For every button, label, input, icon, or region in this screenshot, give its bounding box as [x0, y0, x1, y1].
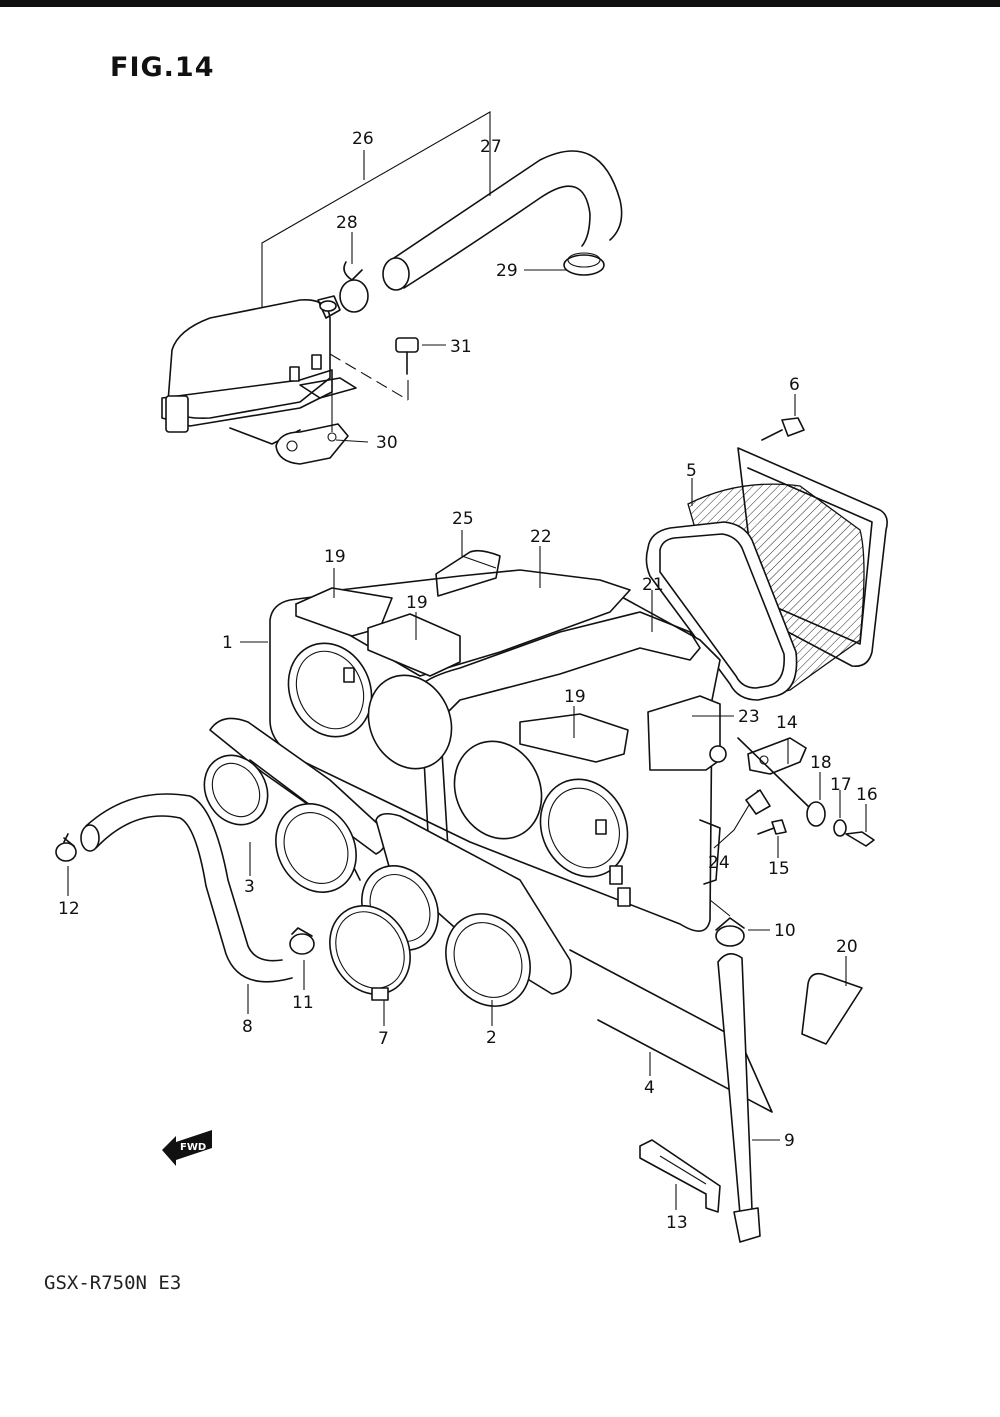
- fwd-direction-badge: FWD: [162, 1130, 212, 1166]
- callout-labels: 1 2 3 4 5 6 7 8 9 10 11 12 13 14 15 16 1…: [58, 129, 878, 1233]
- model-code: GSX-R750N E3: [44, 1272, 182, 1294]
- callout-10: 10: [774, 921, 796, 941]
- callout-27: 27: [480, 137, 502, 157]
- callout-30: 30: [376, 433, 398, 453]
- callout-22: 22: [530, 527, 552, 547]
- figure-title: FIG.14: [110, 52, 215, 83]
- callout-31: 31: [450, 337, 472, 357]
- callout-14: 14: [776, 713, 798, 733]
- callout-6: 6: [789, 375, 800, 395]
- breather-assembly: [161, 111, 623, 465]
- drain-hose: [55, 793, 315, 1014]
- callout-19-b: 19: [406, 593, 428, 613]
- air-box: [240, 530, 734, 932]
- callout-20: 20: [836, 937, 858, 957]
- callout-26: 26: [352, 129, 374, 149]
- air-filter-element: [645, 394, 888, 701]
- top-border: [0, 0, 1000, 7]
- callout-1: 1: [222, 633, 233, 653]
- callout-9: 9: [784, 1131, 795, 1151]
- callout-4: 4: [644, 1078, 655, 1098]
- callout-23: 23: [738, 707, 760, 727]
- callout-5: 5: [686, 461, 697, 481]
- callout-8: 8: [242, 1017, 253, 1037]
- callout-18: 18: [810, 753, 832, 773]
- callout-15: 15: [768, 859, 790, 879]
- callout-13: 13: [666, 1213, 688, 1233]
- callout-17: 17: [830, 775, 852, 795]
- callout-29: 29: [496, 261, 518, 281]
- callout-28: 28: [336, 213, 358, 233]
- fwd-label: FWD: [180, 1142, 206, 1153]
- callout-19-c: 19: [564, 687, 586, 707]
- callout-16: 16: [856, 785, 878, 805]
- callout-21: 21: [642, 575, 664, 595]
- callout-7: 7: [378, 1029, 389, 1049]
- callout-19-a: 19: [324, 547, 346, 567]
- intake-boots: [203, 717, 773, 1113]
- callout-24: 24: [708, 853, 730, 873]
- bracket-hardware: [639, 737, 875, 1243]
- callout-11: 11: [292, 993, 314, 1013]
- callout-12: 12: [58, 899, 80, 919]
- callout-25: 25: [452, 509, 474, 529]
- callout-3: 3: [244, 877, 255, 897]
- callout-2: 2: [486, 1028, 497, 1048]
